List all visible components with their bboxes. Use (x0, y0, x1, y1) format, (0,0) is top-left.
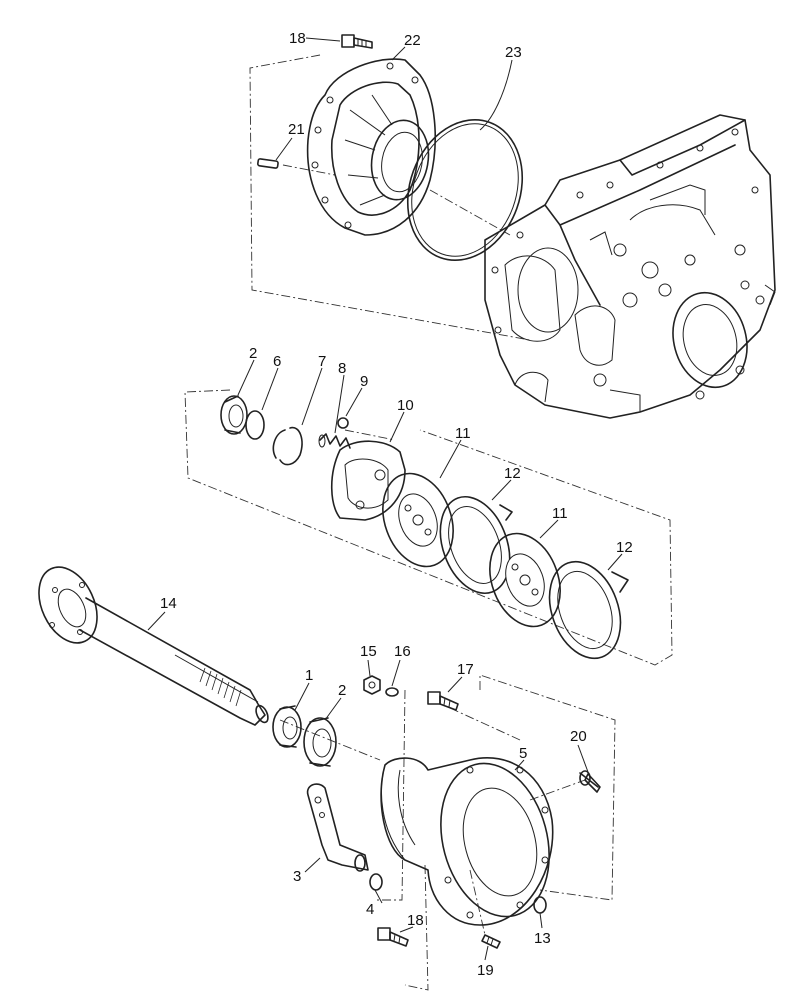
callout-12-upper: 12 (504, 465, 521, 482)
callout-labels: 18 22 23 21 2 6 7 8 9 10 11 12 11 12 14 … (160, 30, 633, 979)
nut-15 (363, 675, 381, 695)
callout-15: 15 (360, 643, 377, 660)
spring-8 (318, 433, 351, 449)
washer-16 (385, 687, 399, 697)
dowel-pin-20 (579, 770, 601, 793)
callout-14: 14 (160, 595, 177, 612)
callout-8: 8 (338, 360, 346, 377)
bearing-2-lower (303, 717, 337, 767)
callout-20: 20 (570, 728, 587, 745)
retaining-ring-7 (272, 426, 303, 466)
callout-2-lower: 2 (338, 682, 346, 699)
axle-housing-5 (380, 757, 554, 926)
pressure-plate-10 (330, 440, 406, 521)
callout-21: 21 (288, 121, 305, 138)
callout-18-top: 18 (289, 30, 306, 47)
bearing-1 (272, 705, 302, 748)
callout-6: 6 (273, 353, 281, 370)
friction-disc-11-lower (489, 532, 561, 628)
cover-plate (306, 58, 436, 236)
bolt-18-top (341, 34, 373, 49)
callout-9: 9 (360, 373, 368, 390)
callout-12-lower: 12 (616, 539, 633, 556)
steel-plate-12-upper (439, 495, 513, 595)
oil-seal-2-upper (220, 395, 248, 435)
steel-plate-12-lower (548, 560, 629, 660)
ball-9 (337, 417, 349, 429)
callout-7: 7 (318, 353, 326, 370)
friction-disc-11-upper (382, 472, 454, 568)
transmission-housing (484, 114, 776, 419)
bolt-17 (427, 691, 459, 711)
callout-16: 16 (394, 643, 411, 660)
callout-3: 3 (293, 868, 301, 885)
callout-11-lower: 11 (552, 505, 568, 522)
o-ring-23 (406, 118, 524, 262)
callout-19: 19 (477, 962, 494, 979)
o-ring-4 (369, 873, 383, 891)
pin-21 (256, 158, 279, 169)
callout-10: 10 (397, 397, 414, 414)
brake-lever-3 (306, 783, 369, 872)
snap-ring-6 (245, 410, 265, 440)
leader-lines (147, 37, 623, 961)
callout-5: 5 (519, 745, 527, 762)
callout-4: 4 (366, 901, 374, 918)
axle-shaft-14 (38, 566, 269, 726)
callout-11-upper: 11 (455, 425, 471, 442)
bolt-18-lower (377, 927, 409, 947)
callout-2-upper: 2 (249, 345, 257, 362)
callout-17: 17 (457, 661, 474, 678)
callout-1: 1 (305, 667, 313, 684)
stud-19 (481, 934, 501, 949)
callout-13: 13 (534, 930, 551, 947)
callout-22: 22 (404, 32, 421, 49)
o-ring-13 (533, 896, 547, 914)
callout-18-lower: 18 (407, 912, 424, 929)
assembly-guide-lines (184, 54, 673, 991)
callout-23: 23 (505, 44, 522, 61)
